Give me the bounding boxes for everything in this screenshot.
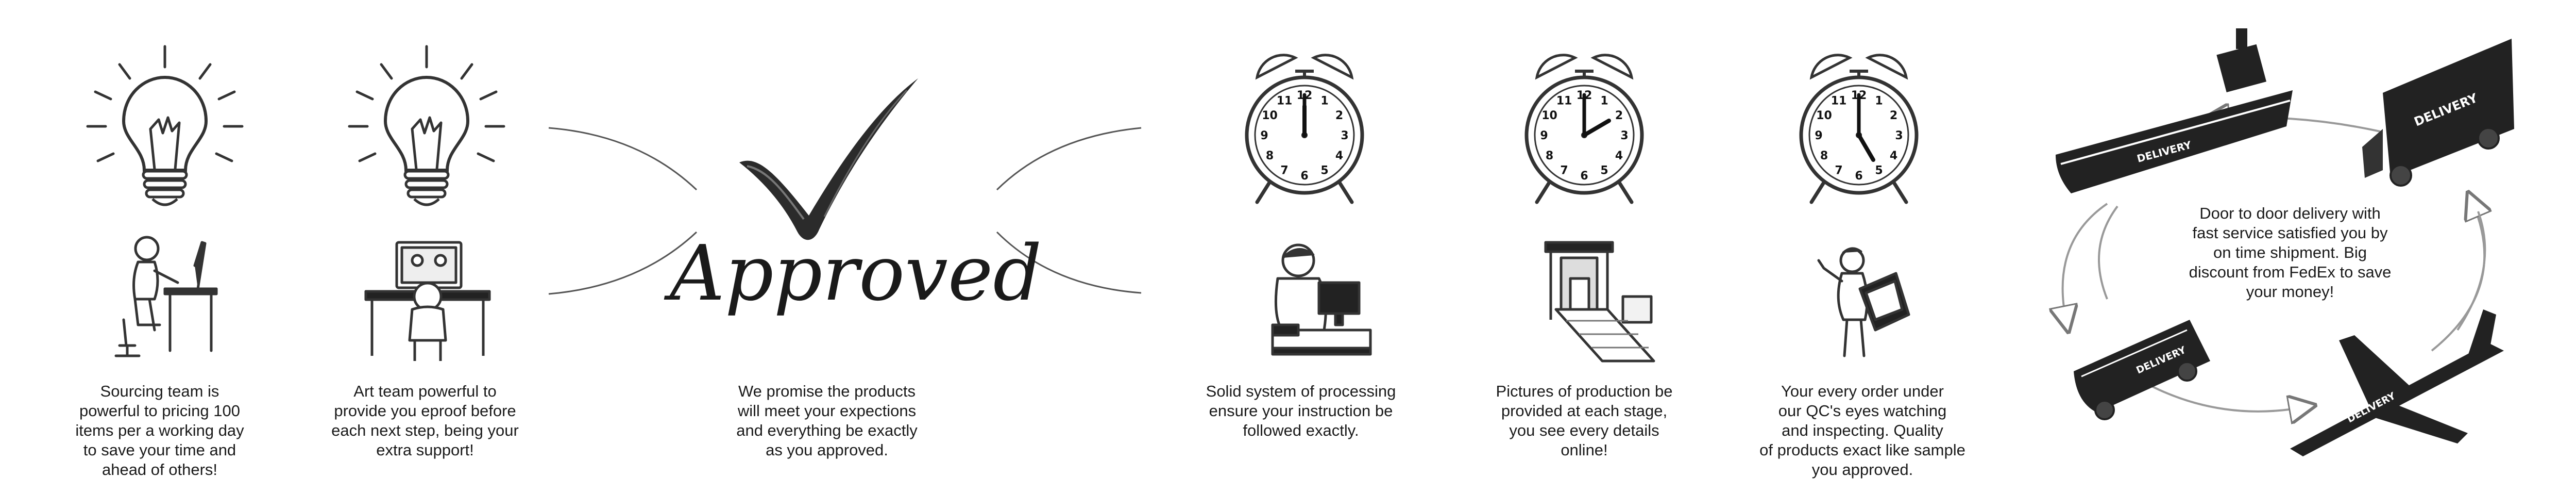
clock-numeral: 1 xyxy=(1320,95,1328,108)
clock-numeral: 4 xyxy=(1335,150,1343,162)
clock-numeral: 9 xyxy=(1540,129,1548,142)
clock-numeral: 10 xyxy=(1816,109,1832,122)
connector-curves xyxy=(548,127,1142,295)
designer-at-monitor-icon xyxy=(364,241,491,361)
van-icon: DELIVERY xyxy=(2074,320,2210,420)
clock-numeral: 2 xyxy=(1335,109,1343,122)
clock-numeral: 1 xyxy=(1875,95,1883,108)
ship-icon: DELIVERY xyxy=(2056,28,2293,193)
airplane-icon: DELIVERY xyxy=(2290,309,2504,456)
clock-numeral: 3 xyxy=(1895,129,1903,142)
operator-at-computer-icon xyxy=(1271,243,1372,356)
clock-numeral: 1 xyxy=(1600,95,1608,108)
person-at-desk-icon xyxy=(114,236,218,357)
clock-numeral: 6 xyxy=(1300,170,1308,183)
delivery-cycle-icon: DELIVERY DELIVERY DELIVERY DELIVERY xyxy=(2056,28,2514,456)
production-machine-icon xyxy=(1544,241,1655,363)
clock-numeral: 6 xyxy=(1580,170,1588,183)
clock-numeral: 11 xyxy=(1556,95,1572,108)
clock-numeral: 2 xyxy=(1890,109,1897,122)
clock-numeral: 2 xyxy=(1615,109,1623,122)
clock-numeral: 5 xyxy=(1320,165,1328,177)
clock-numeral: 5 xyxy=(1875,165,1883,177)
clock-numeral: 8 xyxy=(1266,150,1274,162)
clock-numeral: 11 xyxy=(1277,95,1293,108)
clock-numeral: 9 xyxy=(1260,129,1268,142)
clock-numeral: 5 xyxy=(1600,165,1608,177)
clock-numeral: 4 xyxy=(1890,150,1897,162)
clock-numeral: 7 xyxy=(1560,165,1568,177)
lightbulb-icon xyxy=(88,46,242,205)
caption-art: Art team powerful to provide you eproof … xyxy=(331,382,519,459)
caption-sourcing: Sourcing team is powerful to pricing 100… xyxy=(75,382,244,479)
clock-numeral: 6 xyxy=(1855,170,1862,183)
inspector-with-clipboard-icon xyxy=(1817,247,1910,357)
alarm-clock-icon: 121234567891011 xyxy=(1527,55,1642,202)
clock-numeral: 11 xyxy=(1831,95,1847,108)
clock-numeral: 3 xyxy=(1341,129,1348,142)
clock-numeral: 7 xyxy=(1280,165,1288,177)
clock-numeral: 8 xyxy=(1820,150,1828,162)
clock-numeral: 10 xyxy=(1262,109,1278,122)
caption-pictures: Pictures of production be provided at ea… xyxy=(1496,382,1673,459)
caption-delivery: Door to door delivery with fast service … xyxy=(2189,204,2392,301)
lightbulb-icon xyxy=(349,46,504,205)
clock-numeral: 3 xyxy=(1620,129,1628,142)
clock-numeral: 7 xyxy=(1835,165,1842,177)
caption-processing: Solid system of processing ensure your i… xyxy=(1206,382,1396,439)
approved-word: Approved xyxy=(670,229,1042,318)
truck-icon: DELIVERY xyxy=(2362,39,2514,187)
caption-qc: Your every order under our QC's eyes wat… xyxy=(1759,382,1965,479)
clock-numeral: 10 xyxy=(1541,109,1557,122)
clock-numeral: 8 xyxy=(1546,150,1553,162)
alarm-clock-icon: 121234567891011 xyxy=(1801,55,1917,202)
checkmark-icon xyxy=(739,78,918,240)
alarm-clock-icon: 121234567891011 xyxy=(1247,55,1362,202)
clock-numeral: 9 xyxy=(1815,129,1822,142)
caption-approved: We promise the products will meet your e… xyxy=(736,382,918,459)
clock-numeral: 4 xyxy=(1615,150,1623,162)
